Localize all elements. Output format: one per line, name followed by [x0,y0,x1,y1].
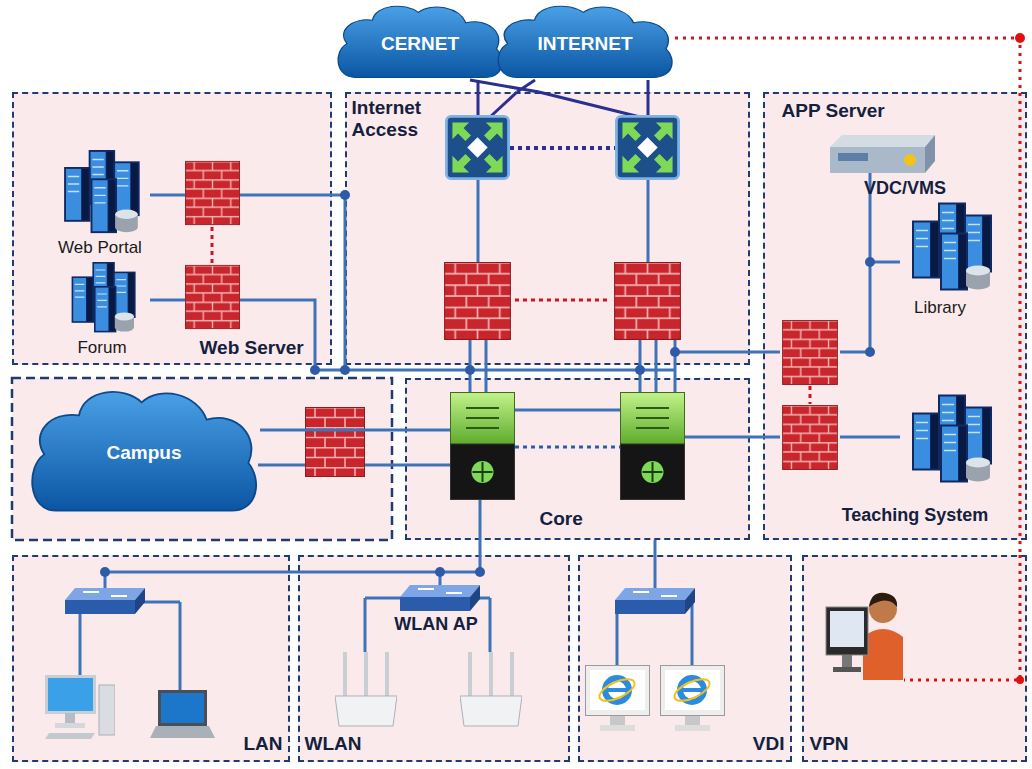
device-caption: Teaching System [842,505,989,527]
device-caption: Library [914,298,966,318]
cloud-node: Campus [28,385,260,515]
network-link [647,80,650,92]
firewall-ha-links [212,227,810,404]
region-label: WLAN [305,733,362,756]
region-label: APP Server [782,100,885,123]
network-link [260,429,405,432]
campus-region [12,378,392,540]
network-link [517,80,535,92]
cloud-label: INTERNET [538,33,633,55]
junction-dots [100,190,875,577]
vpn-dot [1016,676,1024,684]
region-box: LAN [12,555,290,762]
region-box: Web Server [12,92,332,365]
device-caption: Forum [77,338,126,358]
cloud-node: INTERNET [495,2,675,80]
cloud-outline [498,6,672,77]
network-link [654,540,657,555]
network-link [675,38,1020,555]
region-box: VPN [802,555,1027,762]
vpn-tunnel-wire [904,555,1020,680]
cloud-outline [338,6,502,77]
device-caption: VDC/VMS [864,178,946,200]
cloud-outline [32,392,256,511]
network-link [470,80,539,92]
cloud-node: CERNET [335,2,505,80]
region-label: Core [540,508,583,531]
device-caption: Web Portal [58,238,142,258]
cloud-label: Campus [107,442,182,464]
region-label: LAN [243,733,282,756]
cloud-label: CERNET [381,33,459,55]
region-label: Web Server [200,337,304,360]
region-label: VPN [810,733,849,756]
region-label: VDI [753,733,785,756]
region-label: Internet Access [352,97,440,143]
region-box: Internet Access [345,92,750,365]
device-caption: WLAN AP [394,614,477,636]
